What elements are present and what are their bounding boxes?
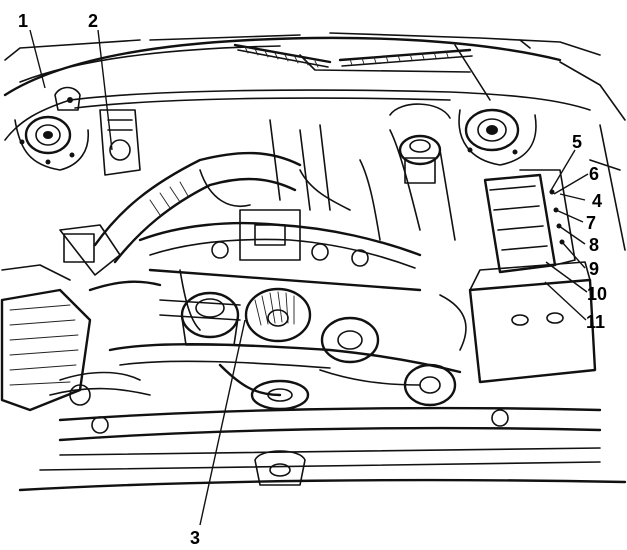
cowl-edge: [74, 97, 451, 109]
alternator: [244, 287, 312, 343]
left-components: [54, 86, 141, 176]
timing-cover: [108, 343, 462, 374]
callout-2: 2: [88, 11, 98, 31]
radiator-support: [18, 384, 627, 492]
callout-1: 1: [18, 11, 28, 31]
callout-11: 11: [586, 312, 605, 332]
hood-outline: [3, 32, 626, 251]
battery: [468, 261, 597, 384]
intake-tubes: [199, 119, 456, 241]
engine-block: [88, 209, 422, 331]
drive-belt: [218, 363, 457, 411]
callout-5: 5: [572, 132, 582, 152]
radiator-cap: [254, 450, 306, 486]
fuse-relay-box: [483, 169, 576, 274]
callout-10: 10: [587, 284, 607, 304]
air-filter-box: [0, 264, 92, 412]
callout-4: 4: [592, 191, 602, 211]
right-strut-tower: [458, 108, 537, 166]
callout-3: 3: [190, 528, 200, 548]
callout-8: 8: [589, 235, 599, 255]
callout-leaders: [29, 29, 589, 526]
air-intake-duct: [59, 151, 302, 276]
brake-fluid-reservoir: [389, 103, 451, 184]
callout-7: 7: [586, 213, 596, 233]
wiper-blades: [233, 43, 491, 101]
left-strut-tower: [14, 115, 89, 171]
power-steering-pump: [320, 316, 380, 364]
timing-cover-edge: [119, 360, 331, 369]
coolant-hoses: [49, 294, 467, 396]
callout-6: 6: [589, 164, 599, 184]
cowl-panel: [69, 89, 591, 111]
callout-9: 9: [589, 259, 599, 279]
